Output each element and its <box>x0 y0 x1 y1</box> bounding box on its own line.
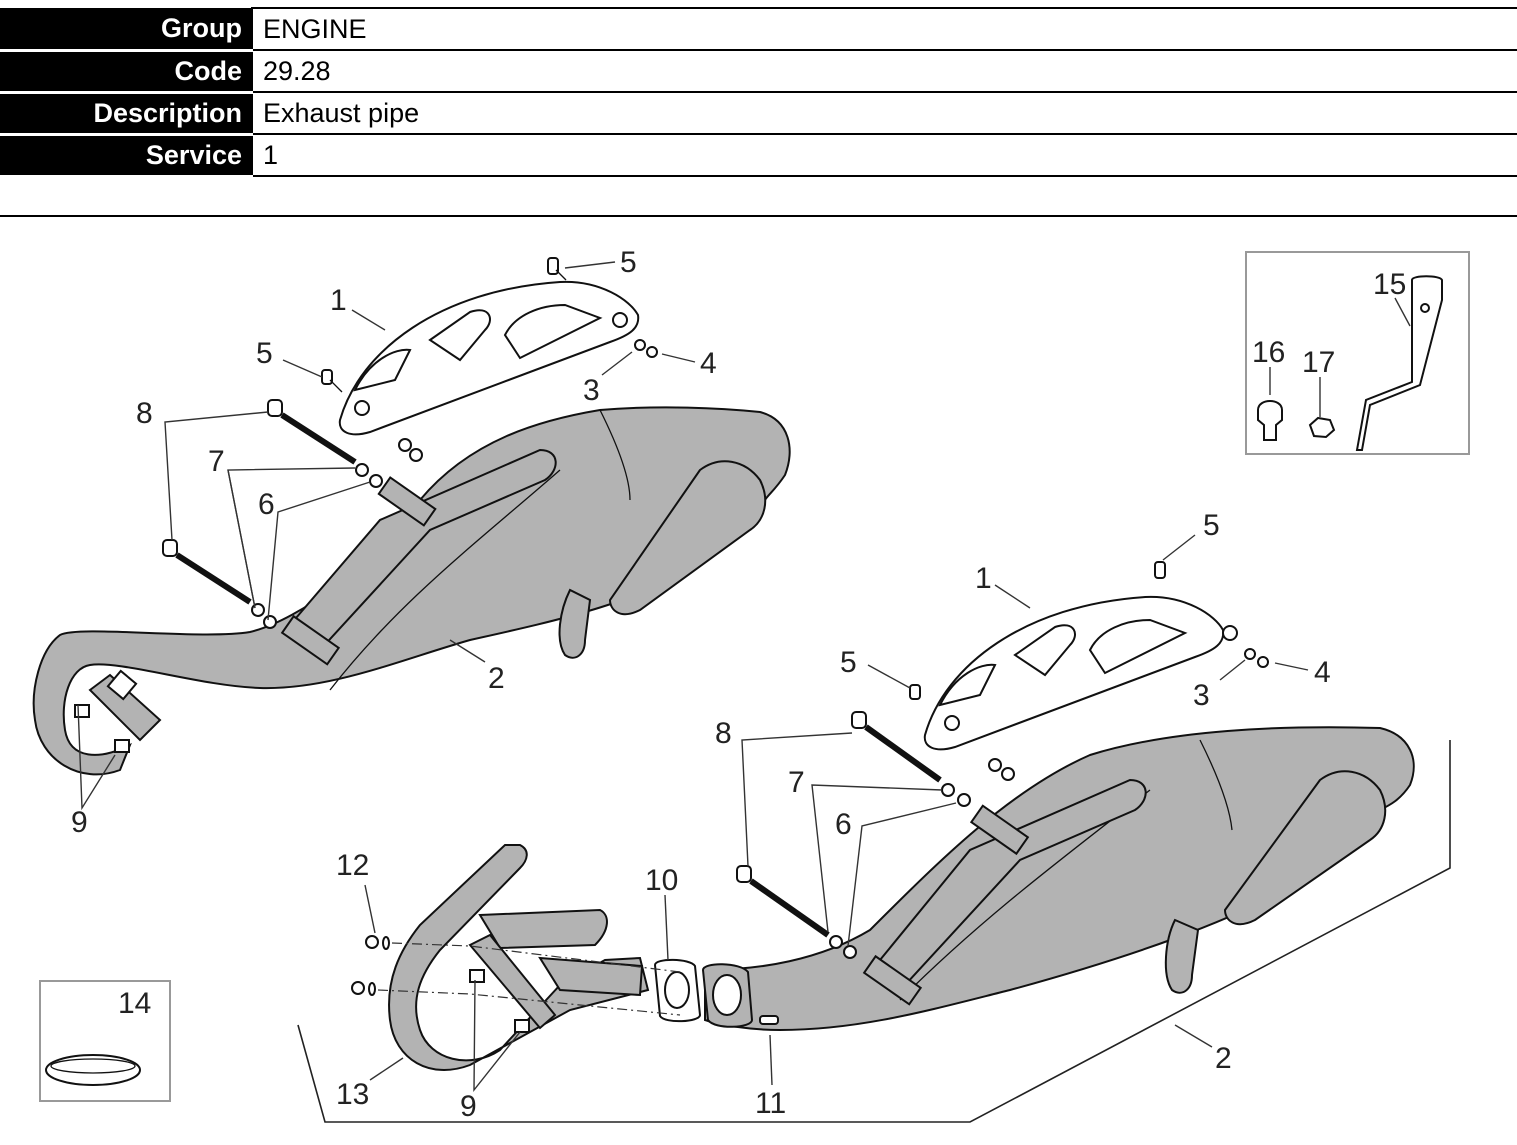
upper-muffler-drain <box>558 588 592 659</box>
callout-9: 9 <box>71 806 88 839</box>
info-row-service: Service 1 <box>0 133 1517 178</box>
callout-4: 4 <box>1314 656 1331 689</box>
callout-3: 3 <box>1193 679 1210 712</box>
assembly-bracket-line <box>297 740 1451 1123</box>
callout-12: 12 <box>336 849 369 882</box>
callout-13: 13 <box>336 1078 369 1111</box>
rubber-buffer-16 <box>1257 400 1283 441</box>
callout-11: 11 <box>755 1087 786 1120</box>
callout-5: 5 <box>1203 509 1220 542</box>
callout-1: 1 <box>330 284 347 317</box>
callout-10: 10 <box>645 864 678 897</box>
upper-muffler <box>32 406 791 776</box>
upper-assembly: 1 2 3 4 5 5 6 7 8 9 <box>32 246 791 839</box>
callout-7: 7 <box>788 766 805 799</box>
callout-3: 3 <box>583 374 600 407</box>
callout-5: 5 <box>256 337 273 370</box>
lower-long-bolt-8a <box>851 711 942 783</box>
callout-15: 15 <box>1373 268 1406 301</box>
callout-5: 5 <box>840 646 857 679</box>
group-value: ENGINE <box>251 7 1517 50</box>
upper-bracket-tube-bottom <box>280 614 341 666</box>
upper-exhaust-flange <box>88 673 162 742</box>
callout-14: 14 <box>118 987 151 1020</box>
manifold-part-13 <box>388 844 650 1071</box>
service-value: 1 <box>251 133 1517 177</box>
upper-bracket-tube-top <box>377 476 437 527</box>
manifold-flange <box>468 933 557 1030</box>
callout-9: 9 <box>460 1090 477 1123</box>
group-label: Group <box>0 8 252 52</box>
lower-bracket-tube-bottom <box>862 954 923 1006</box>
upper-screw-5a <box>547 257 567 281</box>
lower-long-bolt-8b <box>736 865 830 938</box>
service-label: Service <box>0 134 252 178</box>
part-info-table: Group ENGINE Code 29.28 Description Exha… <box>0 7 1517 178</box>
callout-8: 8 <box>715 717 732 750</box>
description-value: Exhaust pipe <box>251 91 1517 134</box>
gasket-part-14 <box>45 1054 141 1086</box>
upper-screw-5b <box>321 369 343 393</box>
lower-bracket-tube-top <box>969 804 1030 856</box>
bracket-part-15 <box>1355 275 1443 451</box>
callout-2: 2 <box>488 662 505 695</box>
lower-assembly: 1 2 3 4 5 5 6 7 8 9 10 11 12 13 <box>297 509 1451 1123</box>
upper-muffler-tailpipe <box>608 460 767 616</box>
callout-8: 8 <box>136 397 153 430</box>
info-row-description: Description Exhaust pipe <box>0 91 1517 136</box>
lower-muffler <box>704 726 1415 1032</box>
callout-16: 16 <box>1252 336 1285 369</box>
upper-long-bolt-8a <box>267 399 357 465</box>
code-value: 29.28 <box>251 49 1517 92</box>
screw-11 <box>759 1015 779 1025</box>
upper-bracket-arm <box>288 448 557 652</box>
inset-bracket-group: 15 16 17 <box>1245 251 1470 455</box>
description-label: Description <box>0 92 252 136</box>
nut-17 <box>1308 416 1336 439</box>
callout-6: 6 <box>258 488 275 521</box>
callout-6: 6 <box>835 808 852 841</box>
exploded-parts-diagram: 1 2 3 4 5 5 6 7 8 9 15 16 17 14 <box>32 246 1470 1123</box>
callout-17: 17 <box>1302 346 1335 379</box>
nuts-12 <box>351 935 390 996</box>
separator-line <box>0 215 1517 217</box>
upper-long-bolt-8b <box>162 539 252 605</box>
callout-1: 1 <box>975 562 992 595</box>
lower-muffler-tailpipe <box>1223 770 1387 926</box>
inset-gasket-group: 14 <box>39 980 171 1102</box>
code-label: Code <box>0 50 252 94</box>
lower-muffler-drain <box>1164 918 1200 994</box>
callout-7: 7 <box>208 445 225 478</box>
lower-bracket-arm <box>878 778 1147 987</box>
callout-4: 4 <box>700 347 717 380</box>
info-row-code: Code 29.28 <box>0 49 1517 94</box>
info-row-group: Group ENGINE <box>0 7 1517 52</box>
callout-2: 2 <box>1215 1042 1232 1075</box>
callout-5: 5 <box>620 246 637 279</box>
